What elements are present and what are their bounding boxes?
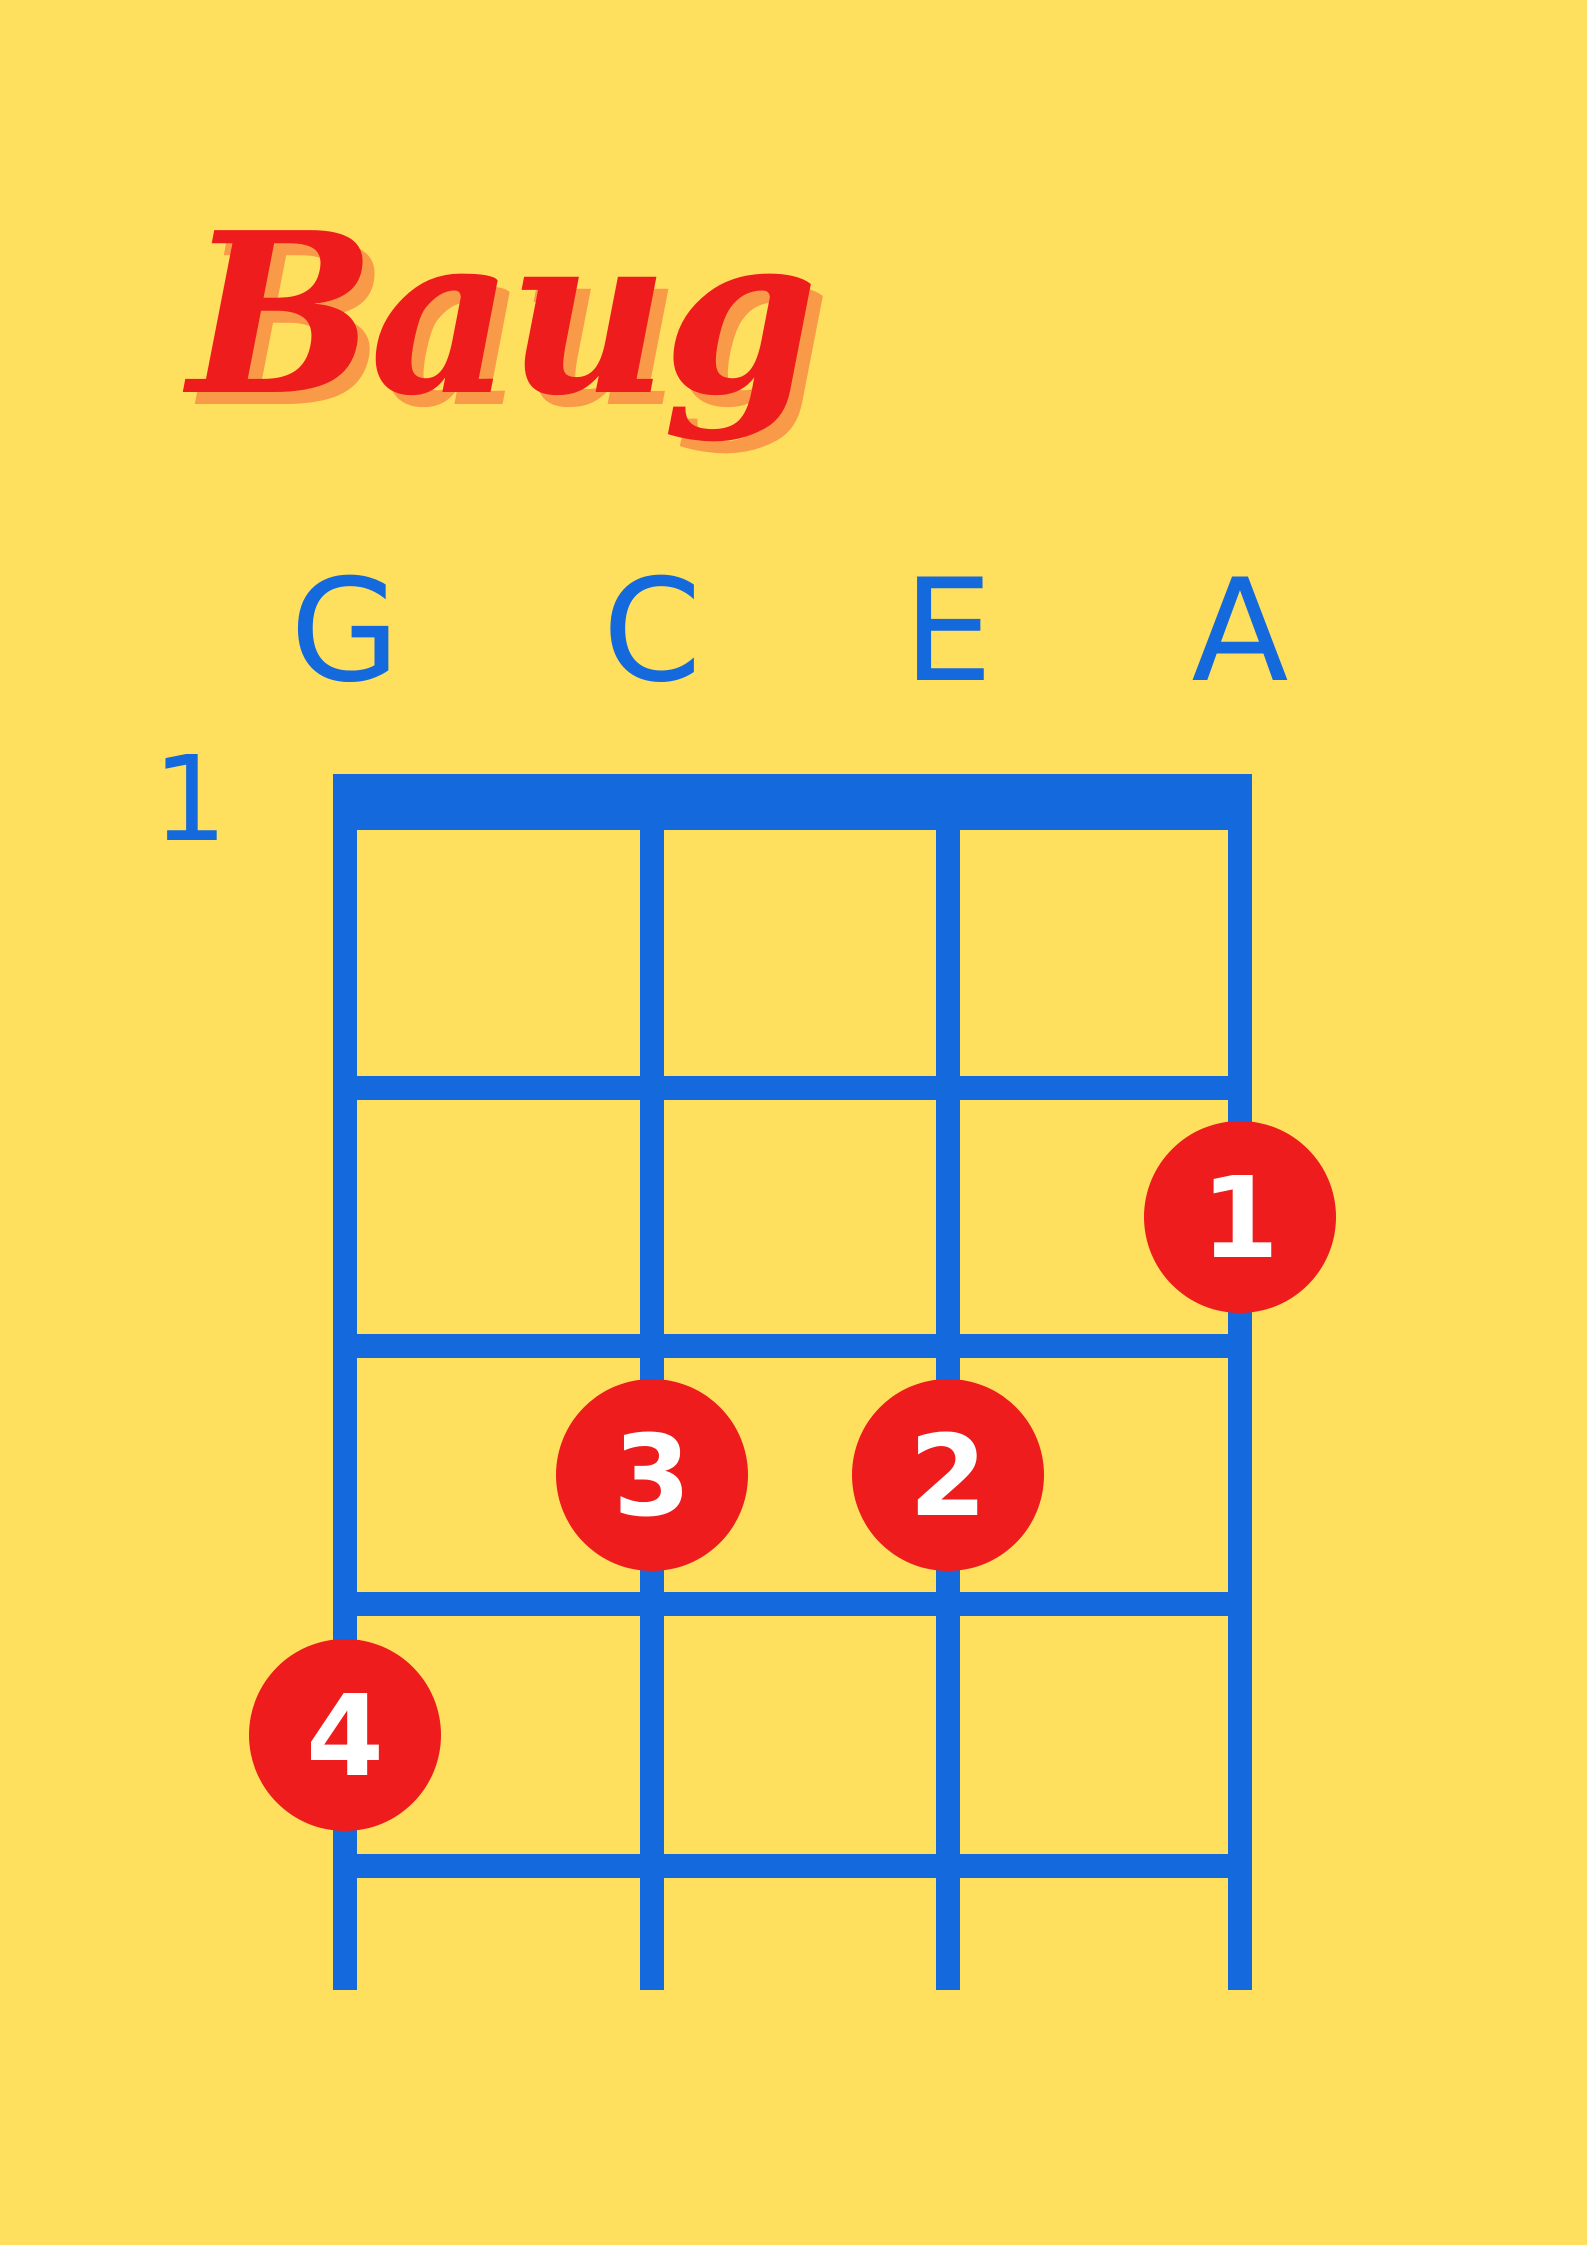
- finger-marker-4: 4: [249, 1639, 441, 1831]
- string-label-c: C: [602, 549, 701, 714]
- finger-dot: [556, 1379, 748, 1571]
- finger-number-label: 3: [613, 1412, 691, 1542]
- string-label-e: E: [903, 549, 993, 714]
- string-line-a: [1228, 774, 1252, 1990]
- finger-dot: [249, 1639, 441, 1831]
- finger-dot: [1144, 1121, 1336, 1313]
- fret-wire-1: [333, 1076, 1252, 1100]
- fret-wire-2: [333, 1334, 1252, 1358]
- chord-title: Baug: [182, 185, 812, 445]
- finger-number-label: 4: [306, 1672, 384, 1802]
- nut: [333, 774, 1252, 830]
- finger-marker-1: 1: [1144, 1121, 1336, 1313]
- fret-wire-4: [333, 1854, 1252, 1878]
- finger-number-label: 1: [1201, 1154, 1279, 1284]
- finger-marker-2: 2: [852, 1379, 1044, 1571]
- chord-title-shadow: Baug: [194, 197, 824, 457]
- starting-fret-label: 1: [152, 730, 227, 868]
- fretboard: [333, 774, 1252, 1990]
- finger-number-label: 2: [909, 1412, 987, 1542]
- string-label-g: G: [290, 549, 400, 714]
- finger-dot: [852, 1379, 1044, 1571]
- string-label-a: A: [1191, 549, 1288, 714]
- fret-wire-3: [333, 1592, 1252, 1616]
- finger-markers: 1 2 3 4: [249, 1121, 1336, 1831]
- chord-title-group: Baug Baug: [182, 185, 830, 457]
- finger-marker-3: 3: [556, 1379, 748, 1571]
